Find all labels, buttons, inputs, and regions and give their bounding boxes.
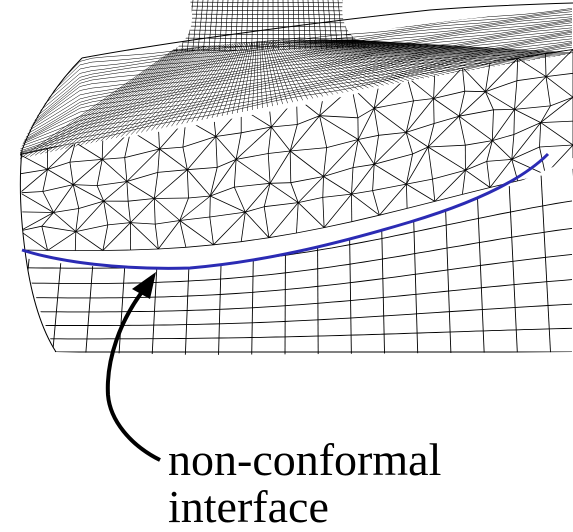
upper-mesh-edge <box>465 91 486 92</box>
callout-label-line-1: non-conformal <box>168 437 441 483</box>
upper-mesh-edge <box>154 198 188 199</box>
callout-label-line-2: interface <box>168 484 329 530</box>
upper-mesh-edge <box>434 99 435 124</box>
upper-mesh-edge <box>210 196 211 217</box>
upper-mesh-edge <box>75 232 76 251</box>
upper-mesh-edge <box>103 250 131 251</box>
